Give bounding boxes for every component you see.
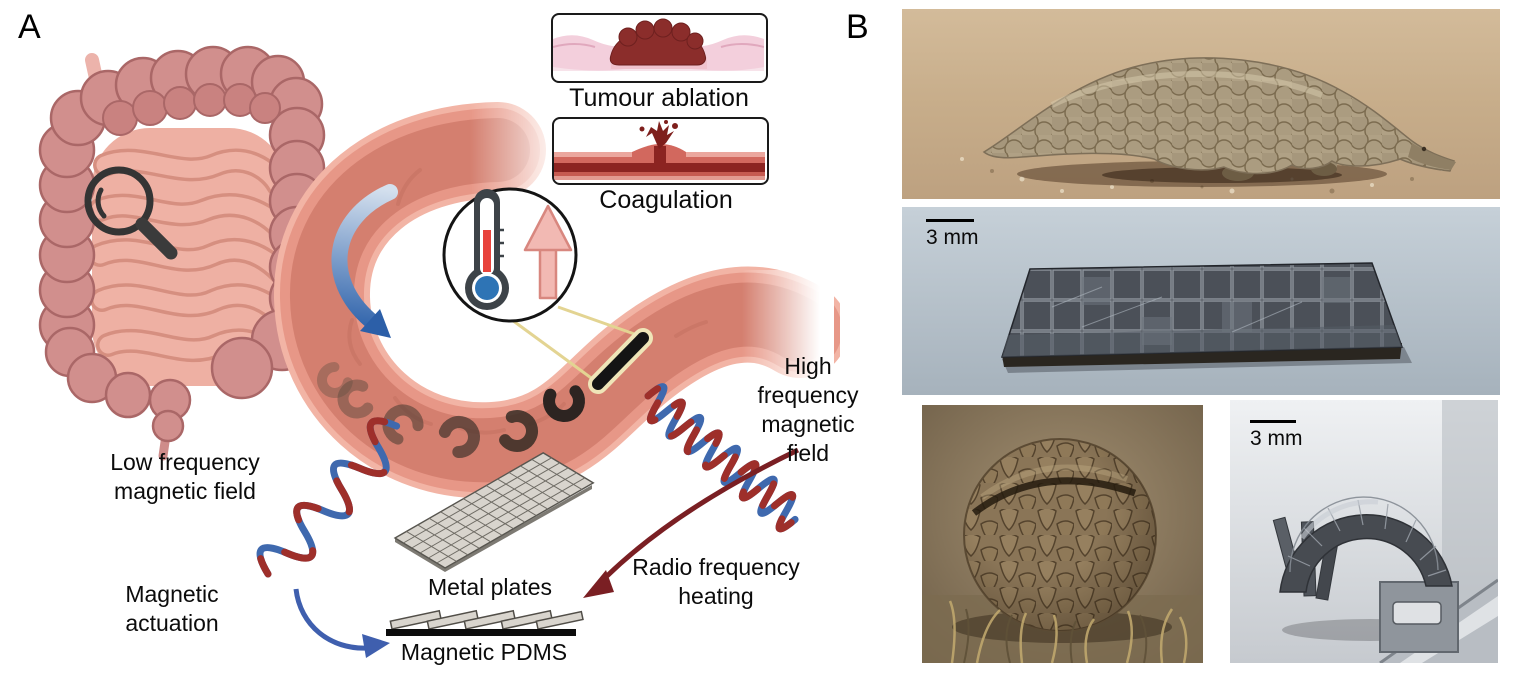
- heating-arrow-icon: [583, 447, 800, 598]
- label-magnetic-actuation: Magnetic actuation: [125, 581, 219, 636]
- pangolin-curled-image: [922, 405, 1203, 663]
- tumour-ablation-image: [553, 18, 764, 71]
- capsule-device-icon: [511, 305, 653, 394]
- flat-device-image: [902, 207, 1500, 395]
- photo-pangolin-walking: [902, 9, 1500, 199]
- scale-bar-line: [1250, 420, 1296, 423]
- scale-bar-label: 3 mm: [1250, 427, 1303, 450]
- low-frequency-wave-icon: [256, 417, 401, 578]
- scale-bar-line: [926, 219, 974, 222]
- panel-a-label: A: [18, 8, 41, 46]
- panel-b-label: B: [846, 8, 869, 46]
- coagulation-inset: [552, 117, 769, 185]
- thermometer-icon: [465, 189, 509, 310]
- actuation-arrow-icon: [293, 588, 390, 658]
- photo-pangolin-curled: [922, 405, 1203, 663]
- tumour-ablation-label: Tumour ablation: [569, 84, 749, 112]
- coagulation-label: Coagulation: [599, 186, 733, 214]
- high-frequency-wave-icon: [644, 383, 799, 533]
- scale-bar: 3 mm: [1250, 420, 1303, 450]
- scale-bar-label: 3 mm: [926, 226, 979, 249]
- scale-bar: 3 mm: [926, 219, 979, 249]
- rotation-arrow-icon: [331, 184, 398, 338]
- coagulation-image: [554, 120, 765, 180]
- pdms-bar: [386, 629, 576, 636]
- tumour-ablation-inset: [551, 13, 768, 83]
- label-high-frequency-field: High frequency magnetic field: [757, 353, 859, 466]
- intestine-illustration: [38, 45, 326, 461]
- pangolin-walking-image: [902, 9, 1500, 199]
- schematic-illustration: [38, 45, 840, 658]
- label-magnetic-pdms: Magnetic PDMS: [400, 639, 568, 665]
- photo-flat-device: 3 mm: [902, 207, 1500, 395]
- label-radio-frequency-heating: Radio frequency heating: [632, 554, 800, 609]
- thermometer-circle: [442, 187, 578, 323]
- magnifier-icon: [84, 166, 178, 260]
- arched-device-image: [1230, 400, 1498, 663]
- metal-plates-grid-icon: [395, 453, 593, 572]
- photo-arched-device: 3 mm: [1230, 400, 1498, 663]
- label-low-frequency-field: Low frequency magnetic field: [110, 449, 260, 504]
- label-metal-plates: Metal plates: [427, 574, 553, 600]
- support-block: [1379, 581, 1459, 653]
- temperature-up-arrow-icon: [523, 204, 573, 300]
- tilted-plates-icon: [386, 609, 584, 636]
